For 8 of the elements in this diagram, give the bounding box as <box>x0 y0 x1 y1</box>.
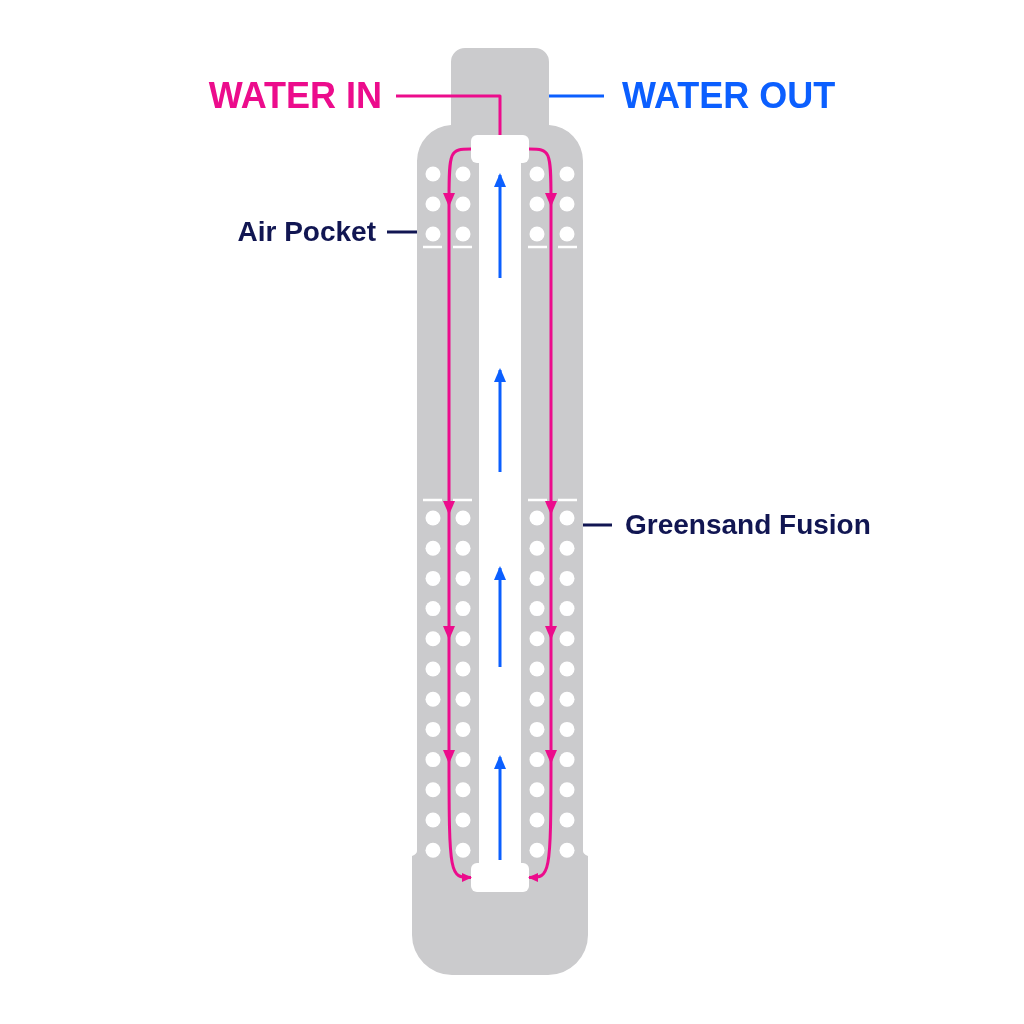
outlet-label: WATER OUT <box>622 76 836 116</box>
inlet-label: WATER IN <box>208 76 382 116</box>
inlet-line <box>396 94 502 135</box>
zone-label: Greensand Fusion <box>625 509 871 541</box>
zone-label: Air Pocket <box>237 216 376 248</box>
outlet-line <box>549 94 604 98</box>
leader-line <box>583 523 612 527</box>
leader-line <box>387 230 417 234</box>
